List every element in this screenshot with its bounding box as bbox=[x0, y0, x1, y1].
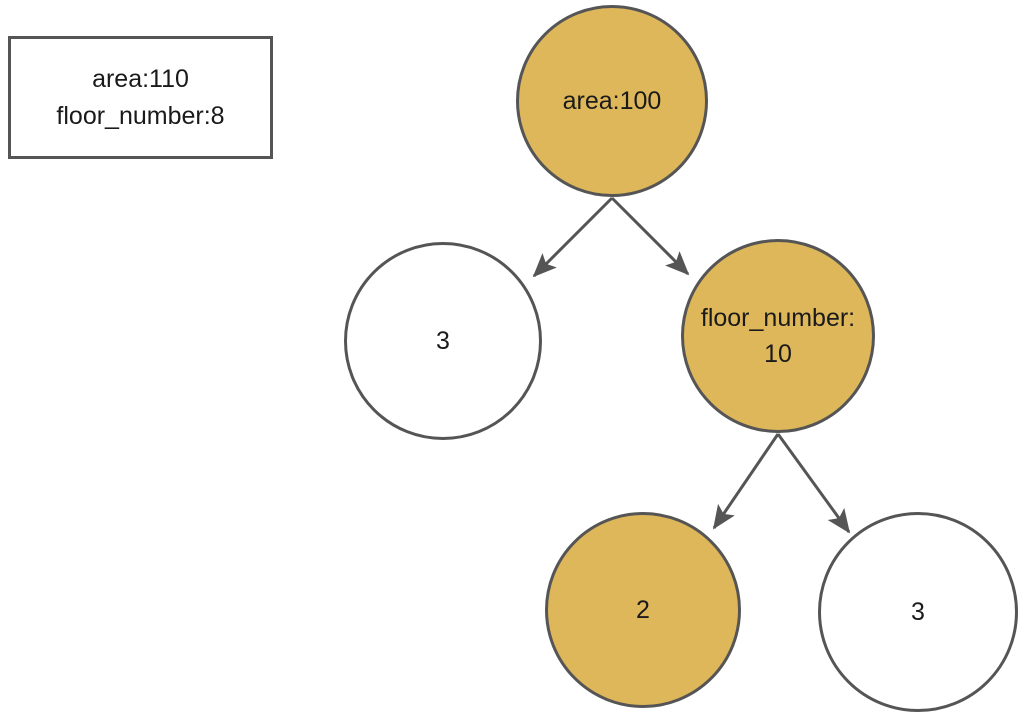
legend-line-floor-number: floor_number:8 bbox=[56, 101, 225, 130]
tree-node-label: 2 bbox=[636, 595, 650, 624]
legend-line-area: area:110 bbox=[92, 64, 189, 93]
tree-node-left-child[interactable]: 3 bbox=[344, 242, 542, 440]
edge-right-left bbox=[712, 433, 780, 530]
tree-node-right-right-child[interactable]: 3 bbox=[818, 512, 1018, 712]
edges-group bbox=[532, 196, 851, 534]
tree-node-right-left-child[interactable]: 2 bbox=[545, 512, 741, 708]
tree-node-label: 3 bbox=[436, 326, 450, 355]
legend-box: area:110 floor_number:8 bbox=[8, 36, 273, 159]
tree-node-label: area:100 bbox=[562, 86, 662, 115]
edge-right-right bbox=[776, 433, 851, 534]
tree-node-right-child[interactable]: floor_number: 10 bbox=[681, 239, 875, 433]
tree-node-root[interactable]: area:100 bbox=[516, 5, 708, 197]
edge-root-right bbox=[610, 196, 690, 276]
tree-node-label: floor_number: 10 bbox=[700, 303, 856, 368]
tree-node-label: 3 bbox=[911, 597, 925, 626]
edge-root-left bbox=[532, 196, 614, 278]
